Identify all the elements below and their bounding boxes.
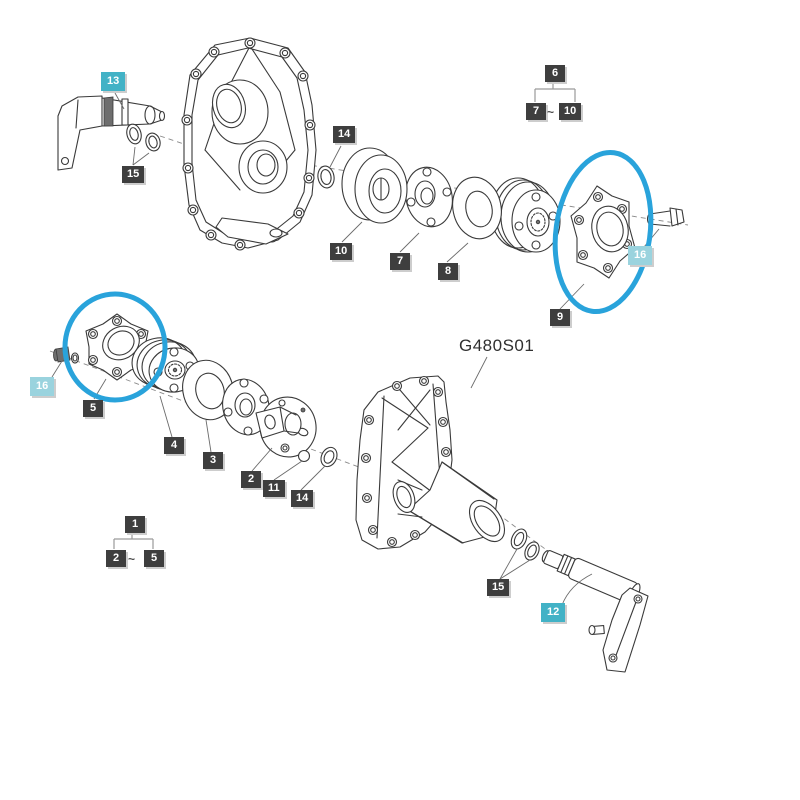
part-label-16-lower[interactable]: 16: [30, 377, 55, 396]
range-separator-upper: ~: [547, 105, 555, 119]
part-label-15-upper[interactable]: 15: [122, 166, 145, 183]
part-label-3[interactable]: 3: [203, 452, 223, 469]
highlight-circle-upper-flange: [552, 150, 654, 314]
o-ring-small-upper: [317, 165, 335, 189]
part-label-12[interactable]: 12: [541, 603, 566, 622]
part-label-4[interactable]: 4: [164, 437, 184, 454]
range-separator-lower: ~: [128, 552, 136, 566]
clutch-drum-upper: [341, 147, 408, 224]
highlight-circle-lower-flange: [62, 291, 168, 403]
hub-lower: [255, 396, 317, 458]
part-label-10[interactable]: 10: [330, 243, 353, 260]
diagram-code[interactable]: G480S01: [459, 336, 535, 355]
highlight-circles: [62, 150, 654, 403]
lower-housing-cover: [355, 375, 506, 550]
shift-lever-upper: [57, 95, 166, 171]
part-label-5[interactable]: 5: [83, 400, 103, 417]
part-label-5-range[interactable]: 5: [144, 550, 164, 567]
friction-disc-upper: [452, 176, 502, 240]
steel-ball: [297, 449, 311, 463]
o-ring-small-lower: [320, 446, 338, 468]
o-rings-upper: [126, 123, 161, 152]
clutch-plate-upper: [405, 166, 453, 228]
part-label-15-lower[interactable]: 15: [487, 579, 510, 596]
shift-lever-lower: [588, 587, 649, 673]
part-label-14-upper[interactable]: 14: [333, 126, 356, 143]
part-label-13[interactable]: 13: [101, 72, 126, 91]
group-bracket-6: [534, 82, 576, 102]
flange-upper-highlighted: [570, 185, 636, 279]
part-label-11[interactable]: 11: [263, 480, 285, 497]
part-label-9[interactable]: 9: [550, 309, 570, 326]
part-label-1-group[interactable]: 1: [125, 516, 145, 533]
part-label-7-upper[interactable]: 7: [390, 253, 410, 270]
part-label-6-group[interactable]: 6: [545, 65, 565, 82]
part-label-2[interactable]: 2: [241, 471, 261, 488]
part-label-7-range[interactable]: 7: [526, 103, 546, 120]
part-label-10-range[interactable]: 10: [559, 103, 582, 120]
group-bracket-1: [113, 532, 154, 549]
part-label-14-lower[interactable]: 14: [291, 490, 314, 507]
part-label-16-upper[interactable]: 16: [628, 246, 653, 265]
o-rings-lower: [510, 528, 540, 561]
part-label-8[interactable]: 8: [438, 263, 458, 280]
upper-housing-cover: [181, 37, 317, 251]
part-label-2-range[interactable]: 2: [106, 550, 126, 567]
